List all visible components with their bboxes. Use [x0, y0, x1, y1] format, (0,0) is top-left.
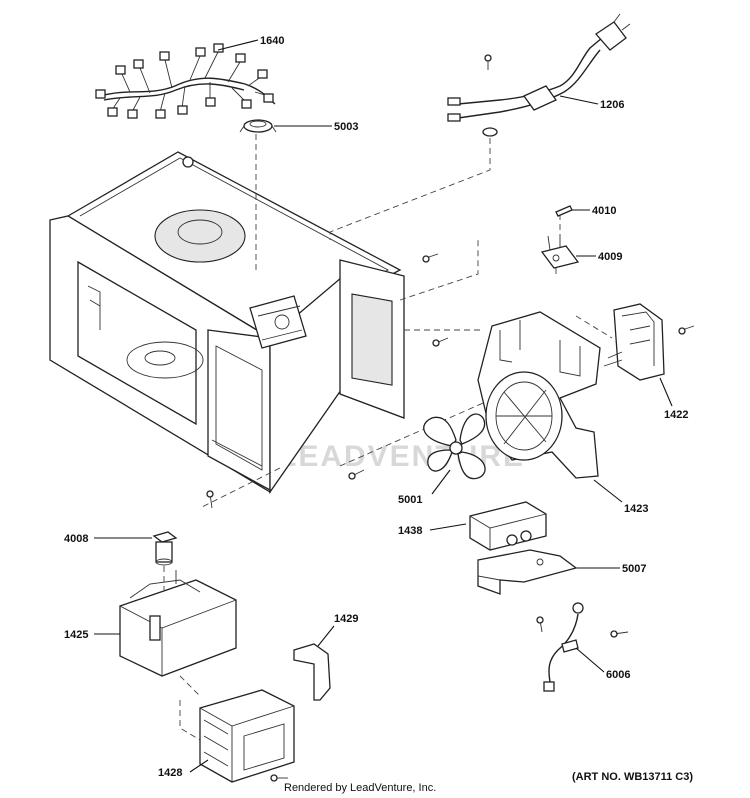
part-label-5007: 5007	[622, 563, 646, 575]
part-label-5003: 5003	[334, 121, 358, 133]
thermostat-5003	[239, 119, 277, 133]
part-label-1438: 1438	[398, 525, 422, 537]
capacitor-bracket-5007	[477, 549, 578, 595]
part-label-4008: 4008	[64, 533, 88, 545]
fan-motor-part-1422	[603, 303, 665, 381]
part-label-1206: 1206	[600, 99, 624, 111]
part-label-4009: 4009	[598, 251, 622, 263]
screw	[678, 325, 695, 335]
transformer-1425	[119, 566, 237, 697]
part-label-1423: 1423	[624, 503, 648, 515]
assembly-line	[329, 138, 491, 240]
part-label-1429: 1429	[334, 613, 358, 625]
fan-blade-5001	[423, 413, 486, 480]
part-label-1640: 1640	[260, 35, 284, 47]
assembly-line	[199, 315, 613, 509]
fuse-holder-4008	[152, 531, 178, 566]
screw	[422, 253, 439, 263]
part-label-6006: 6006	[606, 669, 630, 681]
oven-cavity	[49, 151, 405, 495]
thermal-cutout-4009	[540, 234, 580, 269]
part-label-5001: 5001	[398, 494, 422, 506]
screw	[432, 337, 449, 347]
part-label-1422: 1422	[664, 409, 688, 421]
screw	[206, 490, 214, 509]
screw	[348, 469, 365, 480]
rendered-by-credit: Rendered by LeadVenture, Inc.	[284, 782, 436, 794]
screw	[610, 630, 629, 638]
part-label-4010: 4010	[592, 205, 616, 217]
power-cord-1206	[447, 13, 631, 137]
wire-harness-1640	[95, 43, 276, 119]
watermark-text: LEADVENTURE	[278, 440, 525, 473]
art-number: (ART NO. WB13711 C3)	[572, 771, 693, 783]
part-label-1428: 1428	[158, 767, 182, 779]
part-label-1425: 1425	[64, 629, 88, 641]
magnetron-1428	[179, 689, 295, 783]
wire-lead-6006	[543, 602, 584, 692]
capacitor-1438	[469, 501, 547, 551]
assembly-line	[399, 240, 480, 331]
fan-bracket-1423	[477, 311, 601, 479]
fuse-4010	[555, 205, 573, 217]
screw	[536, 616, 544, 633]
screw	[270, 774, 288, 782]
bracket-1429	[293, 643, 331, 701]
